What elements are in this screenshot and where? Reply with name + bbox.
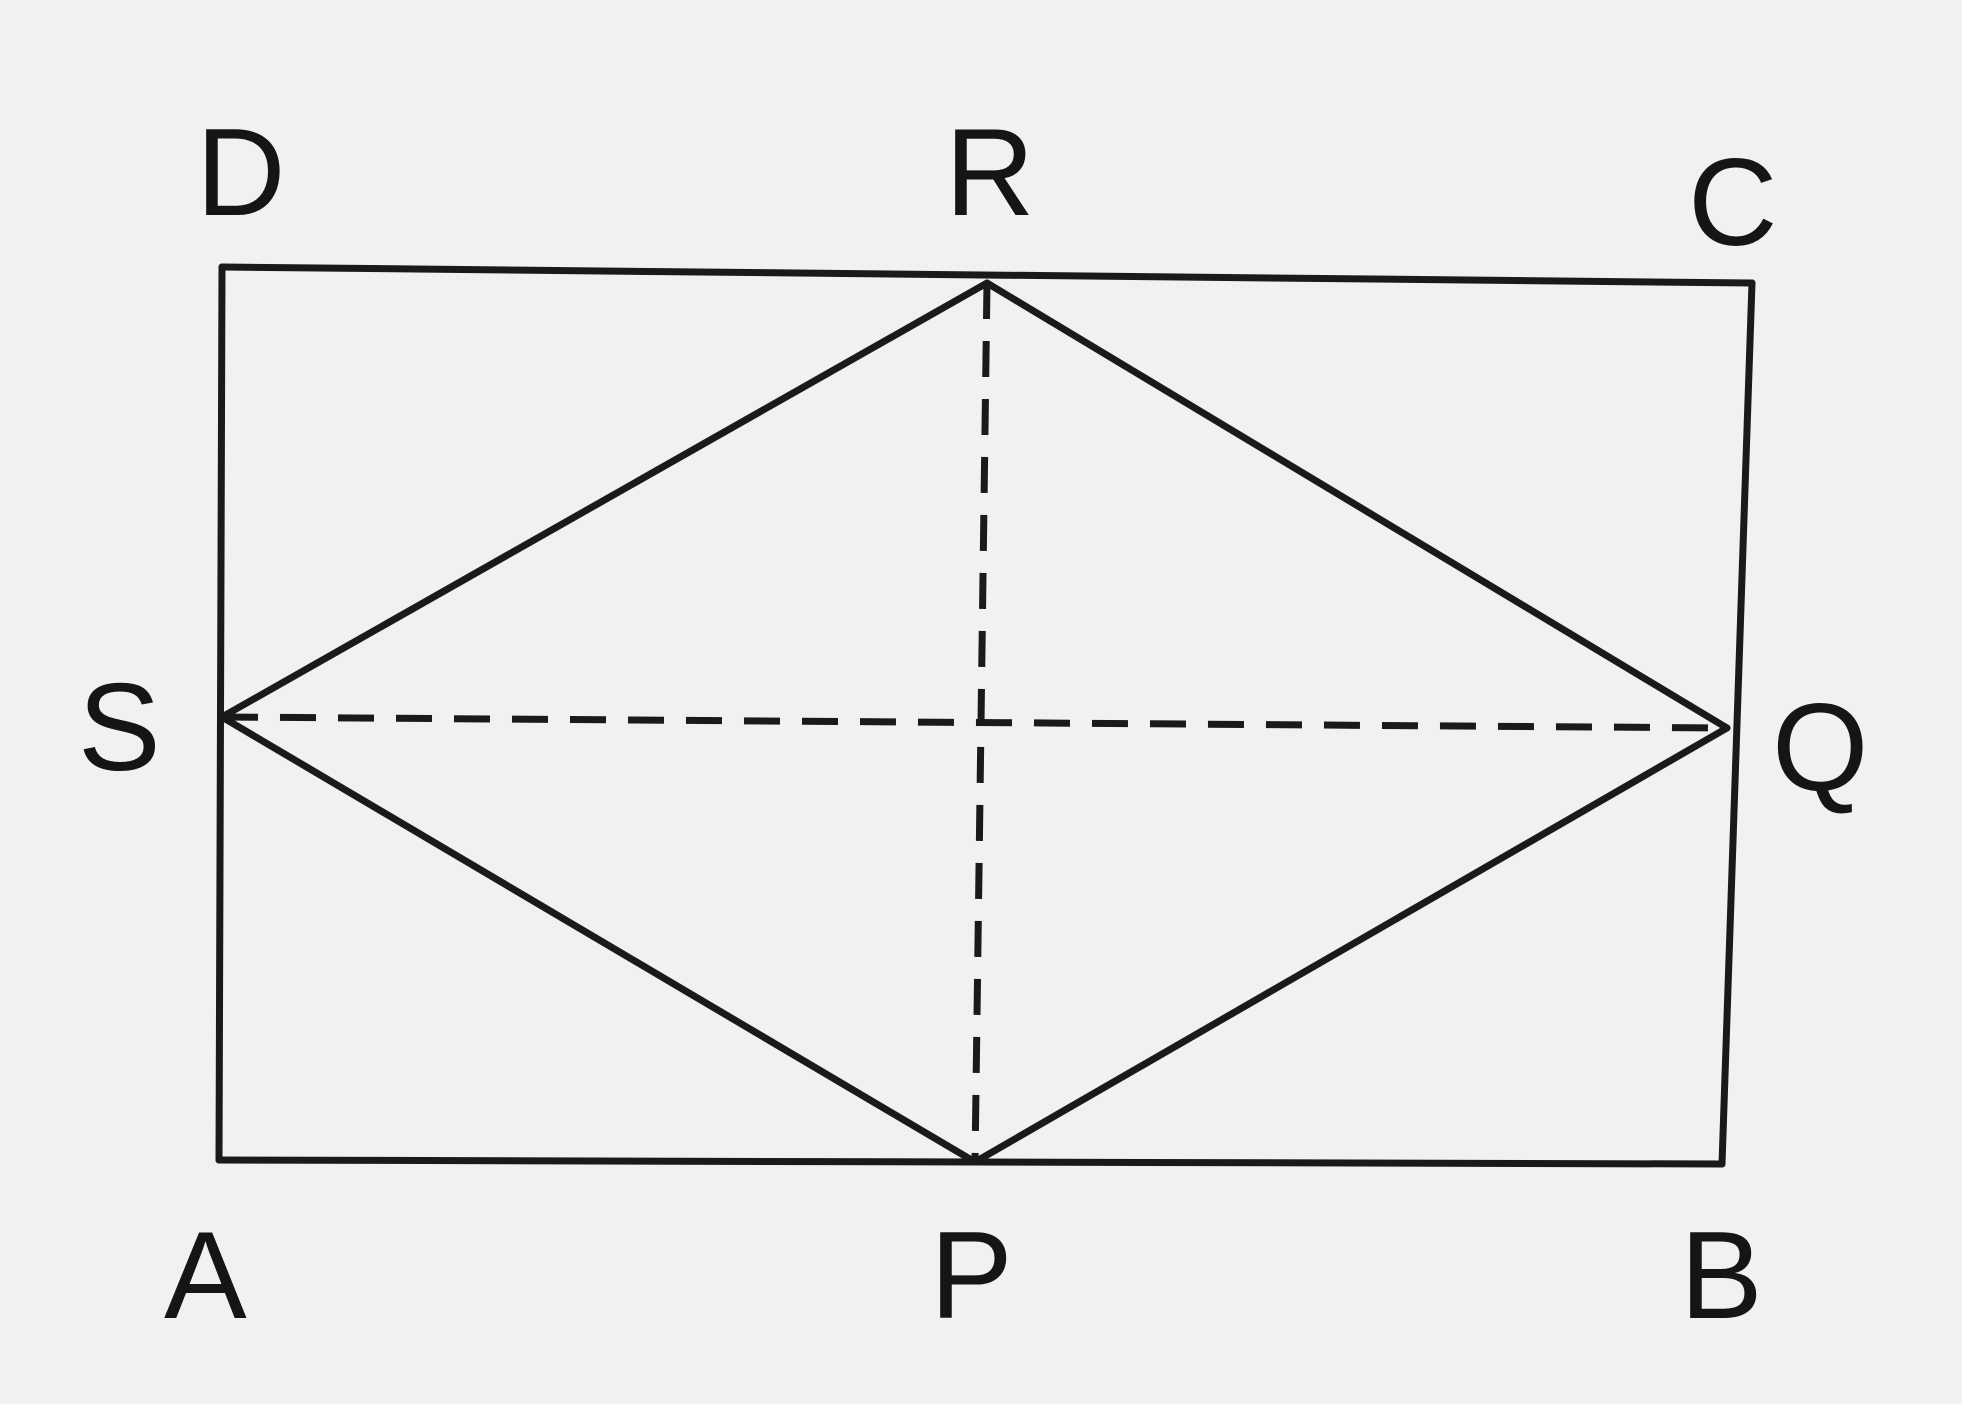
label-q: Q <box>1772 679 1868 817</box>
side-ad <box>215 263 226 1164</box>
label-b: B <box>1680 1207 1763 1345</box>
segment-rq <box>983 279 1731 732</box>
segment-sr <box>218 279 991 721</box>
segment-ps <box>218 713 979 1166</box>
segment-qp <box>971 724 1731 1166</box>
side-cb <box>1718 279 1756 1168</box>
diagonal-rp <box>971 282 991 1163</box>
side-dc <box>218 263 1756 287</box>
label-r: R <box>945 104 1035 242</box>
label-c: C <box>1688 134 1778 272</box>
label-s: S <box>78 659 161 797</box>
label-d: D <box>196 104 286 242</box>
label-p: P <box>930 1207 1013 1345</box>
diagonal-sq <box>221 713 1728 732</box>
label-a: A <box>164 1207 247 1345</box>
